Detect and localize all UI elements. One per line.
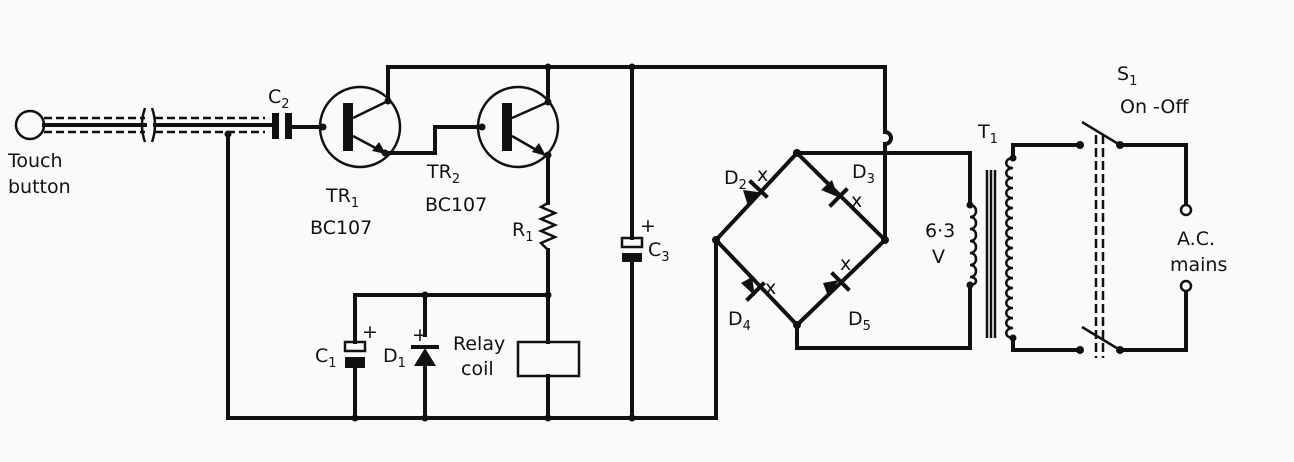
r1-label: R1 bbox=[512, 219, 533, 245]
relay-label-1: Relay bbox=[453, 333, 505, 355]
wires bbox=[224, 63, 893, 422]
switch-s1[interactable] bbox=[1076, 120, 1124, 358]
touch-label-1: Touch bbox=[7, 150, 63, 172]
transformer-primary bbox=[1005, 143, 1082, 352]
diode-d1 bbox=[411, 345, 439, 366]
tr1-type: BC107 bbox=[310, 217, 372, 239]
capacitor-c1 bbox=[343, 340, 367, 368]
d4-label: D4 bbox=[728, 308, 751, 334]
d1-label: D1 bbox=[383, 345, 406, 371]
capacitor-c3 bbox=[620, 236, 644, 262]
c3-plus: + bbox=[640, 215, 656, 237]
mains-terminals bbox=[1118, 143, 1193, 352]
c3-label: C3 bbox=[648, 239, 670, 265]
s1-label: S1 bbox=[1117, 63, 1137, 89]
mains-label-2: mains bbox=[1170, 254, 1227, 276]
bridge-rectifier bbox=[712, 149, 889, 329]
d2-mark: x bbox=[757, 164, 768, 186]
c1-label: C1 bbox=[315, 345, 337, 371]
transformer-secondary bbox=[795, 151, 978, 350]
relay-label-2: coil bbox=[461, 358, 494, 380]
s1-function: On -Off bbox=[1120, 96, 1189, 118]
tr2-type: BC107 bbox=[425, 194, 487, 216]
mains-label-1: A.C. bbox=[1177, 228, 1215, 250]
d1-plus: + bbox=[412, 324, 428, 346]
touch-button bbox=[14, 107, 274, 143]
d4-mark: x bbox=[765, 277, 776, 299]
c1-plus: + bbox=[362, 321, 378, 343]
touch-label-2: button bbox=[8, 176, 71, 198]
d5-mark: x bbox=[840, 253, 851, 275]
d2-label: D2 bbox=[724, 167, 747, 193]
resistor-r1 bbox=[537, 201, 559, 251]
capacitor-c2 bbox=[272, 113, 325, 139]
transformer-core bbox=[985, 170, 997, 338]
t1-label: T1 bbox=[977, 121, 998, 147]
relay-coil bbox=[516, 340, 581, 378]
tr2-label: TR2 bbox=[426, 161, 460, 187]
d3-label: D3 bbox=[852, 161, 875, 187]
d5-label: D5 bbox=[848, 308, 871, 334]
d3-mark: x bbox=[851, 190, 862, 212]
c2-label: C2 bbox=[268, 86, 290, 112]
secondary-voltage: 6·3 bbox=[925, 220, 955, 242]
tr1-label: TR1 bbox=[325, 185, 359, 211]
secondary-unit: V bbox=[932, 246, 945, 268]
